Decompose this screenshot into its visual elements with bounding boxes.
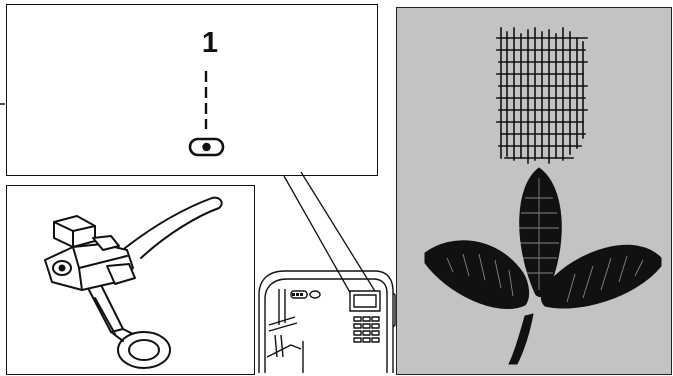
sewing-machine-icon (255, 265, 395, 373)
free-motion-embroidery-sample-icon (397, 8, 673, 376)
embroidery-sample-panel (396, 7, 672, 375)
